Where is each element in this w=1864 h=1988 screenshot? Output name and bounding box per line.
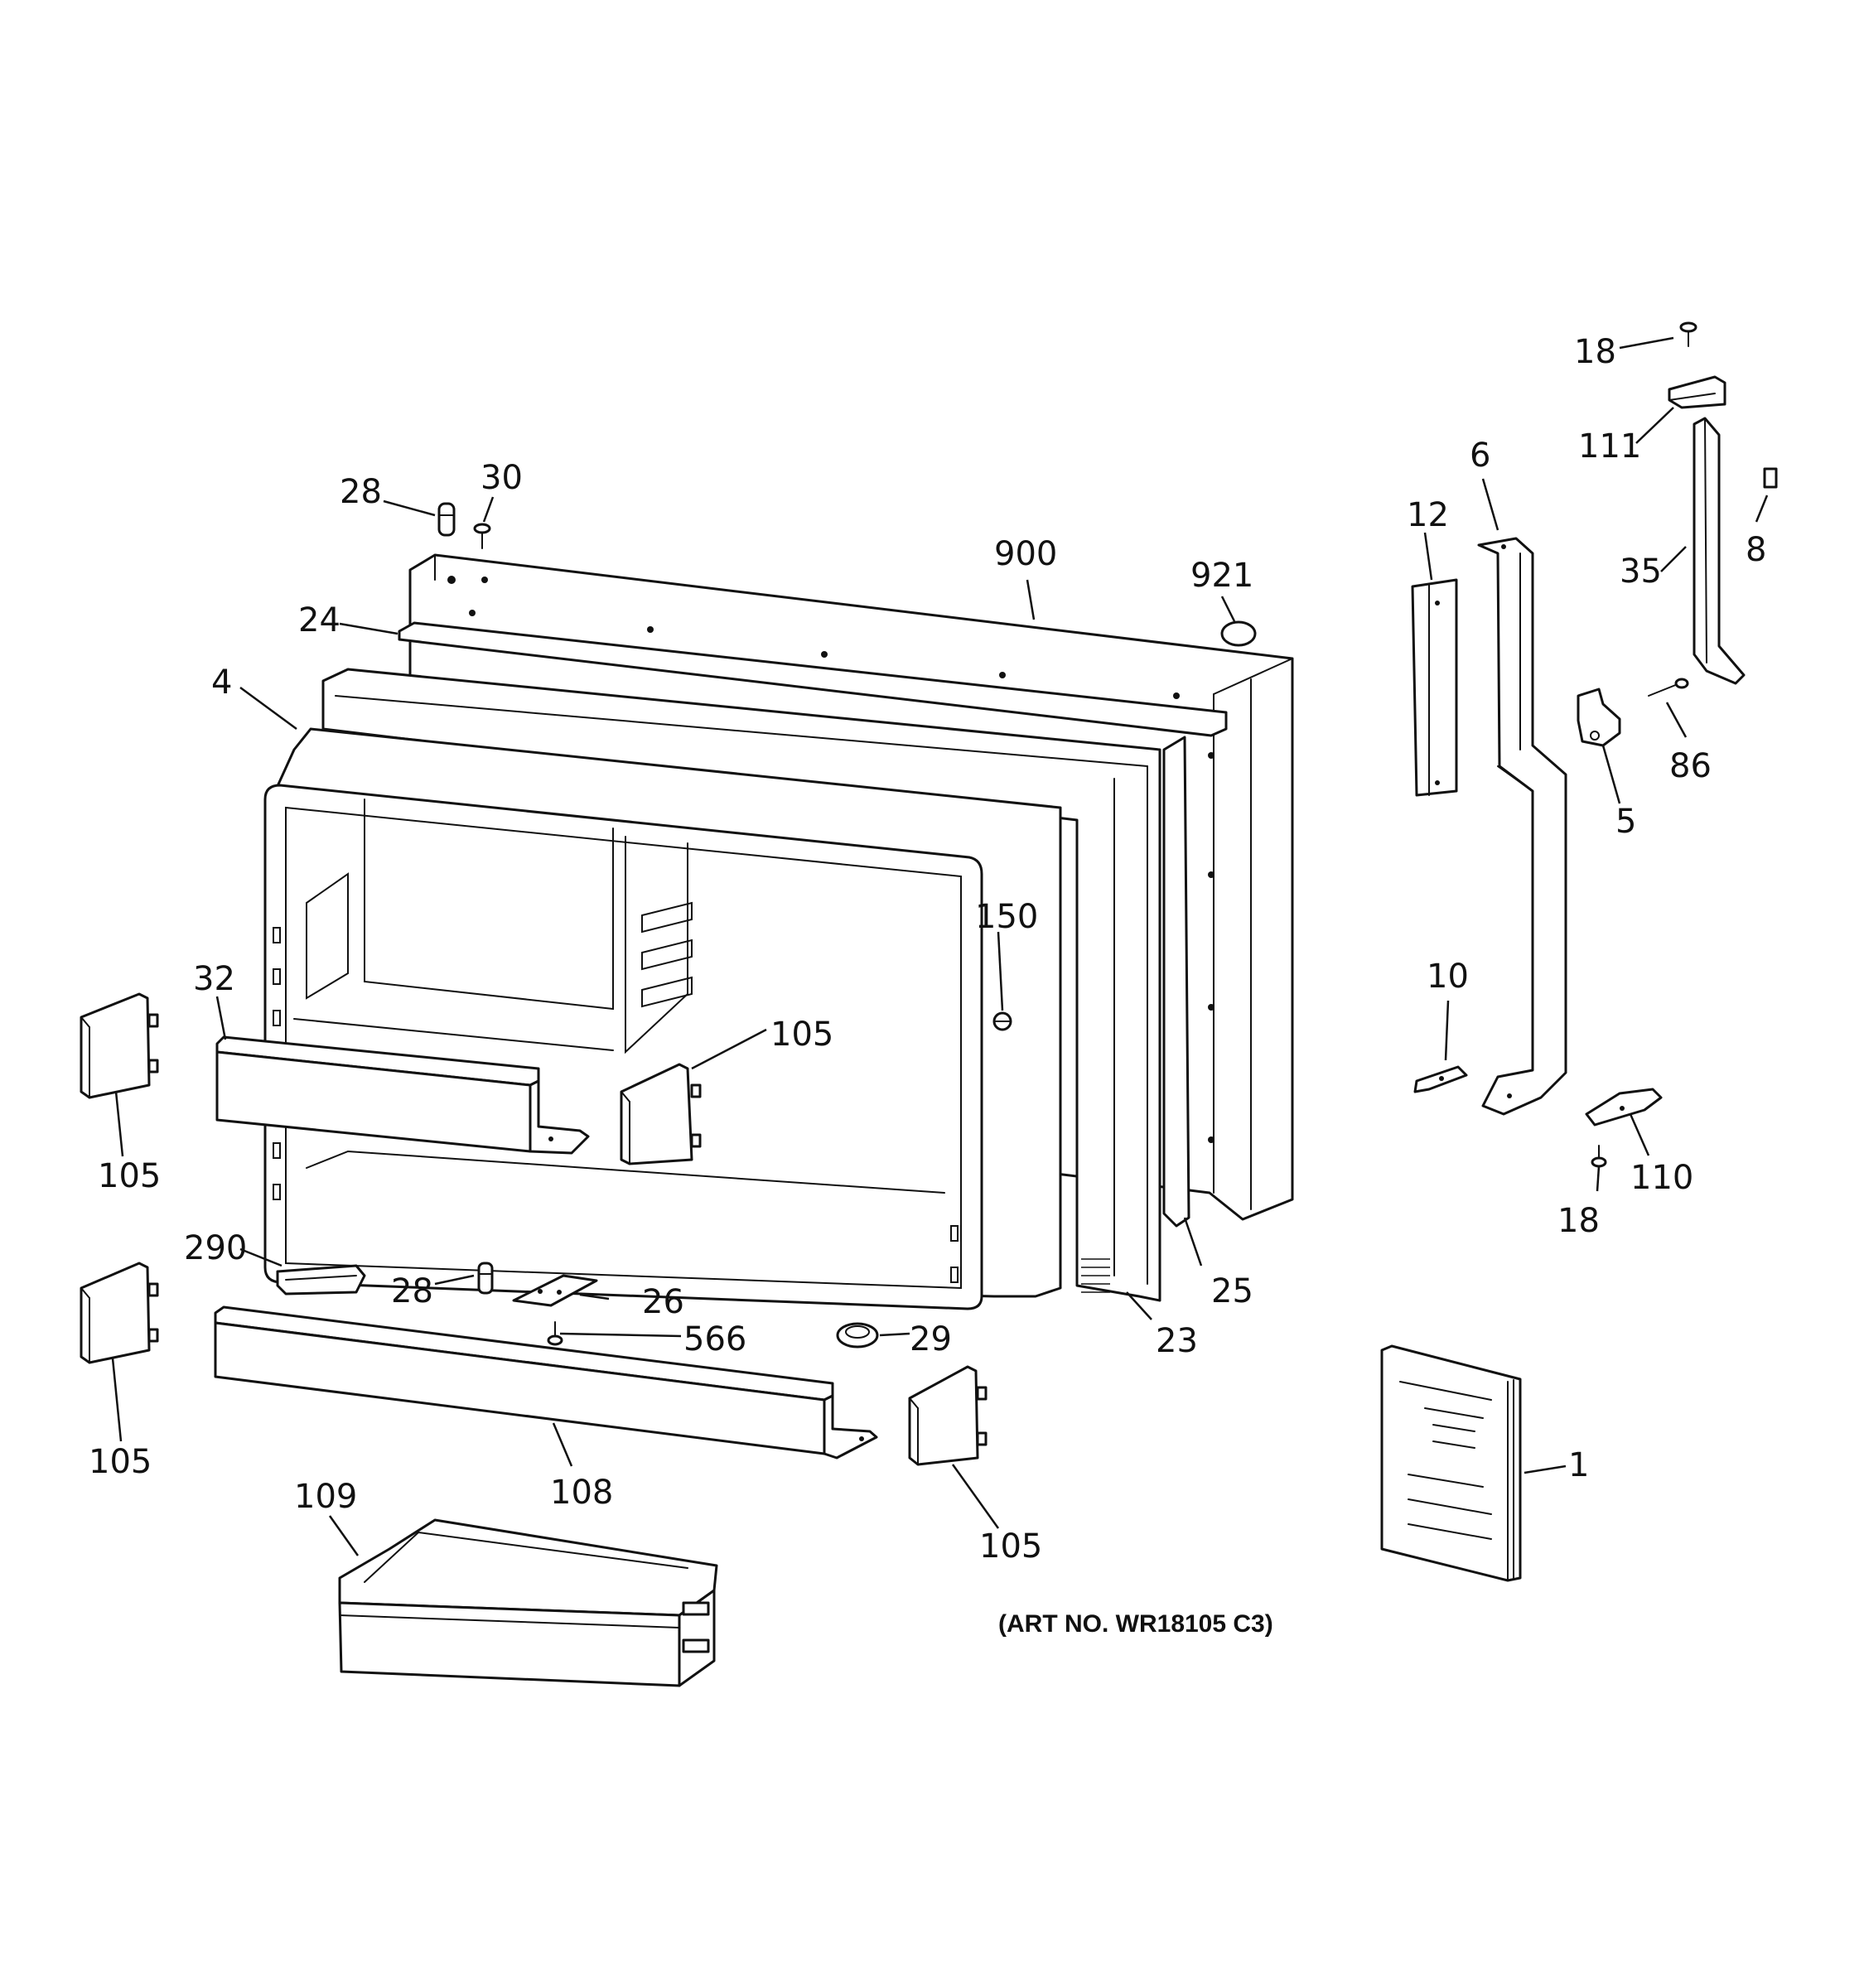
part-26-plate (512, 1274, 598, 1307)
callout-1: 1 (1568, 1446, 1589, 1484)
callout-290: 290 (184, 1229, 247, 1267)
callout-26: 26 (642, 1283, 684, 1321)
part-290-block (276, 1264, 366, 1296)
part-12-hinge-cover (1411, 578, 1458, 797)
callout-110: 110 (1630, 1159, 1693, 1197)
callout-30: 30 (480, 459, 523, 497)
callout-35: 35 (1620, 552, 1662, 591)
callout-105-left-lower: 105 (89, 1443, 152, 1481)
part-105-center-bracket (620, 1063, 702, 1165)
part-111-hinge-cap (1668, 375, 1726, 409)
callout-4: 4 (211, 663, 232, 702)
callout-109: 109 (294, 1478, 357, 1516)
callout-28-bottom: 28 (391, 1272, 433, 1310)
leader-lines (111, 336, 1769, 1556)
callout-111: 111 (1578, 427, 1641, 466)
art-number-label: (ART NO. WR18105 C3) (998, 1610, 1273, 1638)
callout-108: 108 (550, 1474, 613, 1512)
callout-32: 32 (193, 960, 235, 998)
part-32-upper-shelf (215, 1035, 590, 1155)
part-105-left-upper-bracket (80, 992, 159, 1099)
callout-29: 29 (910, 1320, 952, 1358)
part-28-upper-plug (437, 502, 456, 537)
part-110-lower-hinge (1585, 1088, 1663, 1127)
callout-921: 921 (1190, 557, 1253, 595)
callout-566: 566 (683, 1320, 746, 1358)
callout-150: 150 (975, 898, 1038, 936)
part-8-shim (1763, 467, 1778, 489)
part-105-left-lower-bracket (80, 1262, 159, 1364)
callout-labels: 18 111 35 8 6 12 86 5 10 110 18 1 28 30 … (89, 333, 1766, 1638)
part-109-bin (338, 1518, 718, 1687)
part-5-hinge-bracket (1577, 688, 1621, 747)
part-108-lower-shelf (214, 1305, 878, 1460)
callout-105-center: 105 (770, 1016, 833, 1054)
part-150-screw (992, 1011, 1012, 1031)
callout-900: 900 (994, 535, 1057, 573)
part-28-lower-plug (477, 1262, 494, 1295)
callout-23: 23 (1156, 1322, 1198, 1360)
callout-105-bottom: 105 (979, 1527, 1042, 1566)
callout-25: 25 (1211, 1272, 1253, 1310)
callout-24: 24 (298, 601, 340, 639)
part-86-pin (1648, 678, 1689, 697)
part-4-inner-door-liner (263, 727, 1062, 1310)
part-1-manual (1380, 1344, 1522, 1582)
part-35-hinge-strap (1693, 417, 1746, 685)
part-29-grommet (836, 1322, 879, 1349)
callout-8: 8 (1746, 531, 1766, 569)
part-10-small-bracket (1413, 1065, 1468, 1093)
callout-86: 86 (1669, 747, 1712, 785)
part-18-upper-screw (1679, 321, 1697, 347)
part-24-gasket-strip (398, 621, 1228, 737)
callout-105-left-upper: 105 (98, 1157, 161, 1195)
part-6-hinge-arm (1477, 537, 1567, 1116)
callout-10: 10 (1427, 958, 1469, 996)
callout-18-bottom: 18 (1557, 1202, 1600, 1240)
callout-28-top: 28 (340, 473, 382, 511)
part-18-lower-screw (1591, 1145, 1607, 1168)
part-566-screw (547, 1321, 563, 1346)
part-25-vertical-gasket (1162, 736, 1190, 1228)
callout-6: 6 (1470, 437, 1490, 475)
callout-12: 12 (1407, 496, 1449, 534)
callout-18-top: 18 (1574, 333, 1616, 371)
part-30-screw (473, 523, 491, 549)
callout-5: 5 (1615, 803, 1636, 841)
part-105-bottom-bracket (908, 1365, 988, 1466)
